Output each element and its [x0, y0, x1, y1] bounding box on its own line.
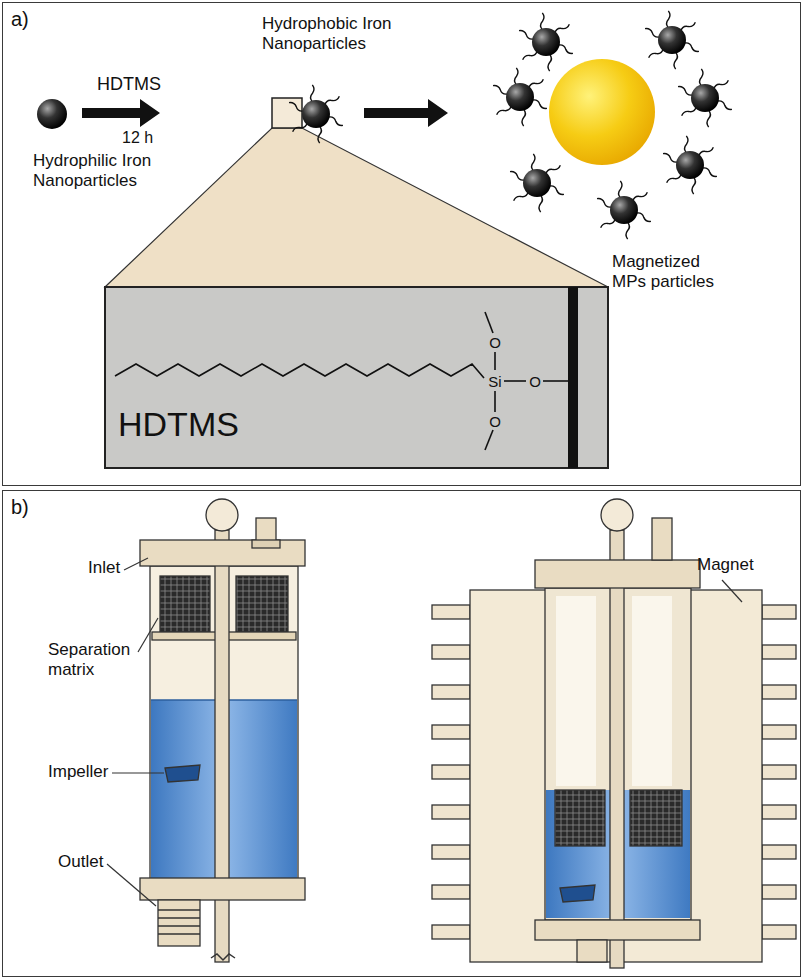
hydrophobic-particle [288, 85, 345, 143]
atom-label: O [489, 414, 501, 429]
node-text: b) [11, 495, 29, 519]
atom-label: Si [488, 374, 501, 389]
particle-label: Magnetized MPs particles [612, 252, 727, 293]
particle-surface [568, 287, 578, 468]
separator-unit [140, 499, 305, 962]
part-label: Magnet [697, 555, 754, 575]
zoom-wedge [105, 128, 608, 287]
inset-box [105, 287, 608, 468]
part-label: Outlet [58, 852, 103, 872]
part-label: Inlet [88, 558, 120, 578]
reagent-label: HDTMS [97, 74, 161, 96]
part-label: Separation matrix [48, 640, 138, 681]
reaction-arrow [82, 99, 160, 127]
atom-label: O [529, 374, 541, 389]
hydrophilic-particle [37, 99, 67, 129]
node-text: HDTMS [118, 404, 239, 445]
particle-label: Hydrophobic Iron Nanoparticles [262, 14, 412, 55]
particle-label: Hydrophilic Iron Nanoparticles [33, 151, 173, 192]
part-label: Impeller [48, 762, 108, 782]
microplastic-particle [549, 59, 655, 165]
node-text: a) [11, 7, 29, 31]
magnet-assembly [432, 499, 796, 968]
atom-label: O [489, 335, 501, 350]
time-label: 12 h [122, 128, 153, 147]
panel-box: b) [2, 490, 801, 977]
zoom-square [272, 98, 302, 128]
leader-lines [107, 558, 742, 906]
hdtms-structure [115, 312, 568, 450]
assembly-arrow [364, 99, 448, 127]
